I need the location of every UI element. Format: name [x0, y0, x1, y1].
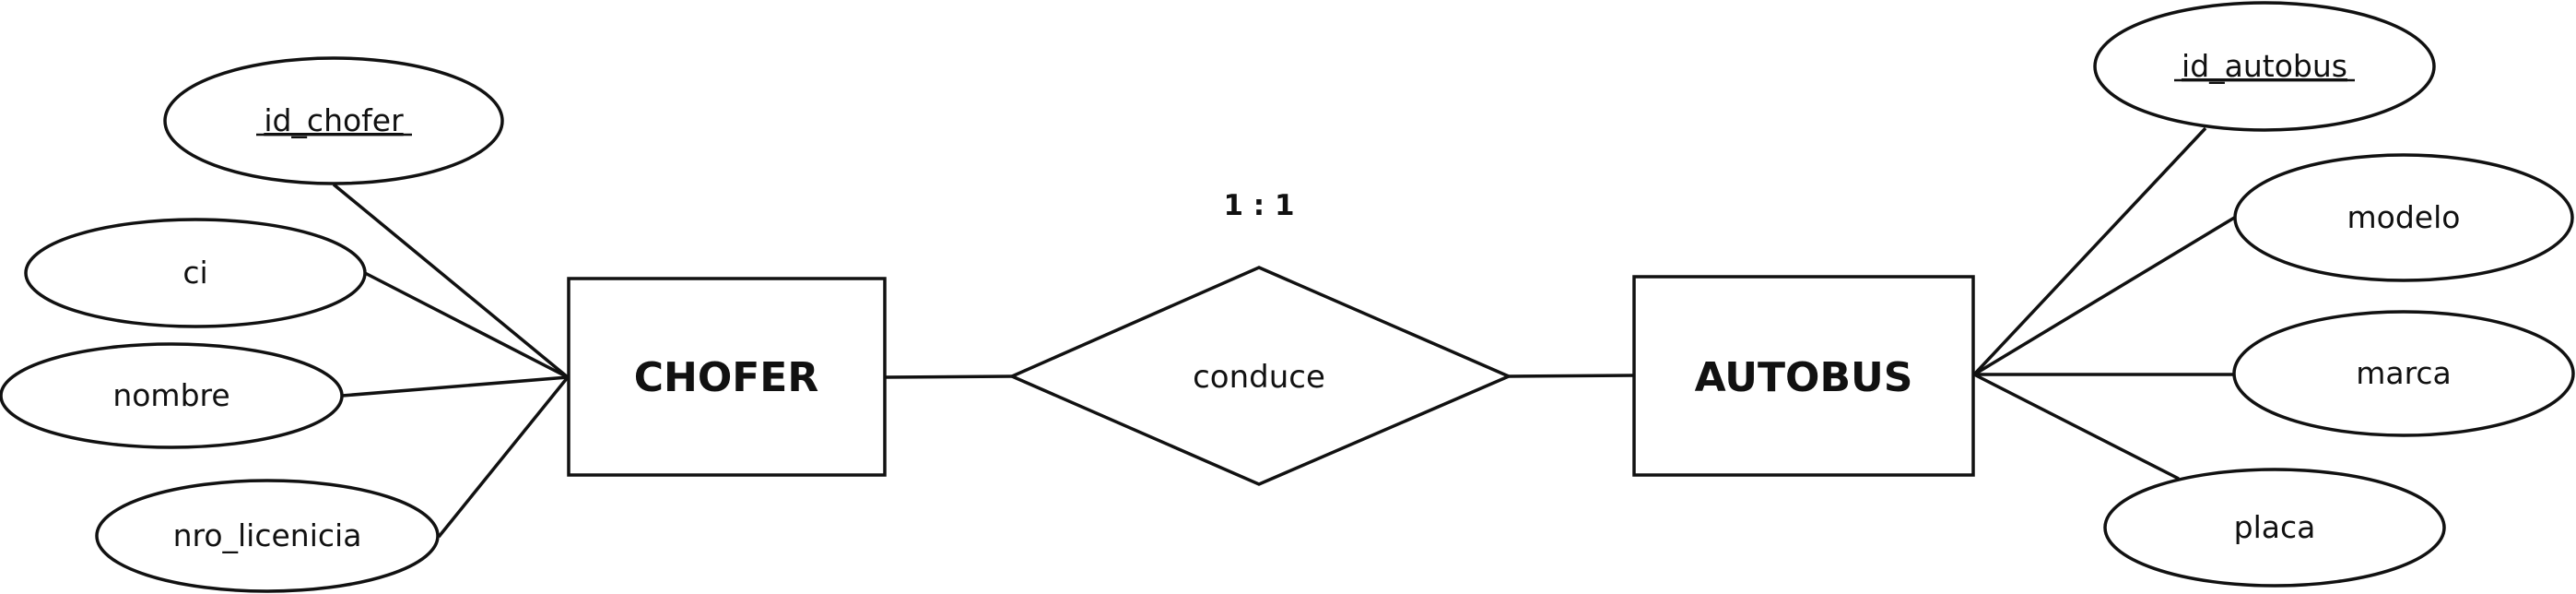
attribute-id-autobus-label: id_autobus: [2182, 48, 2347, 84]
connector-nombre: [341, 375, 569, 398]
connector-id-autobus: [1972, 126, 2207, 376]
attribute-nro-licenicia: [95, 479, 440, 593]
attribute-marca-label: marca: [2356, 355, 2452, 391]
attribute-id-chofer-label: id_chofer: [264, 102, 404, 138]
attribute-placa-label: placa: [2234, 509, 2316, 545]
connector-conduce-autobus: [1508, 374, 1635, 378]
connector-nro-licenicia: [437, 375, 570, 539]
attribute-nro-licenicia-label: nro_licenicia: [173, 517, 362, 553]
connector-placa: [1973, 373, 2180, 481]
connector-ci: [364, 271, 569, 379]
entity-chofer-label: CHOFER: [634, 354, 819, 401]
connector-chofer-conduce: [884, 374, 1013, 379]
attribute-modelo-label: modelo: [2347, 199, 2461, 235]
attribute-nombre: [0, 342, 344, 449]
connector-modelo: [1973, 215, 2237, 376]
attribute-id-chofer: [163, 56, 504, 185]
attribute-ci-label: ci: [182, 255, 207, 291]
attribute-nombre-label: nombre: [112, 377, 229, 413]
attribute-marca: [2232, 310, 2575, 437]
relationship-conduce-label: conduce: [1193, 359, 1325, 396]
relationship-conduce: [1007, 266, 1513, 486]
entity-autobus: [1632, 275, 1975, 477]
attribute-ci: [24, 218, 367, 328]
entity-chofer: [567, 277, 887, 477]
entity-autobus-label: AUTOBUS: [1695, 354, 1913, 401]
connector-id-chofer: [332, 183, 570, 379]
attribute-modelo: [2233, 153, 2574, 282]
attribute-placa: [2103, 468, 2446, 588]
attribute-id-autobus: [2093, 1, 2436, 132]
cardinality-label: 1 : 1: [1223, 189, 1294, 222]
